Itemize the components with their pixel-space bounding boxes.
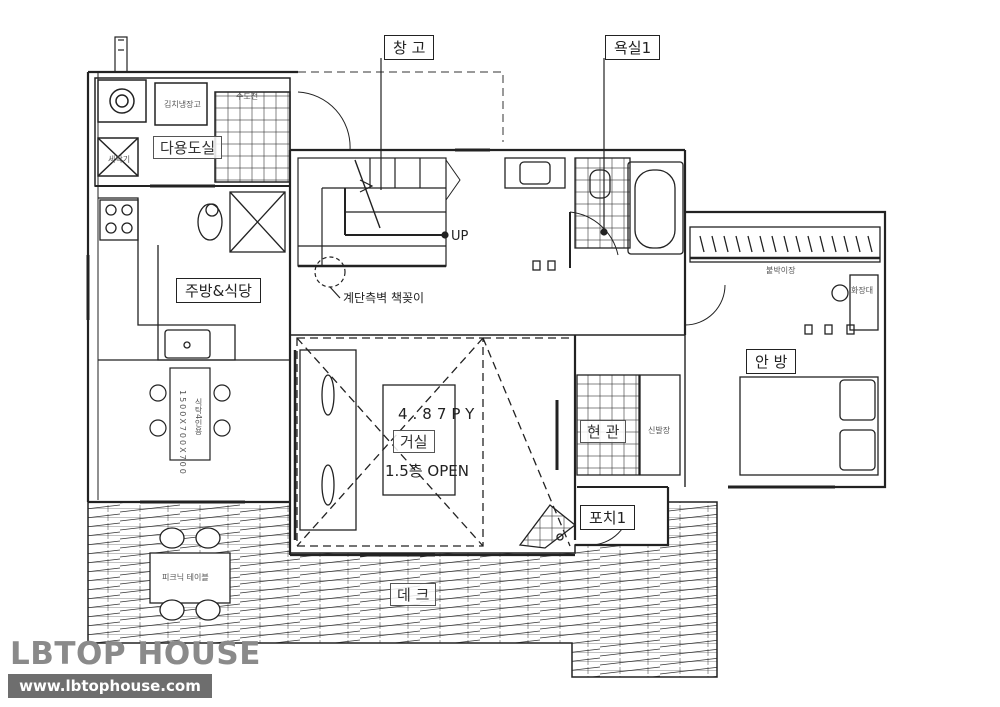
storage-label: 창 고 [384,35,435,60]
living-room-label: 거실 [393,430,435,453]
master-bedroom-label: 안 방 [746,349,797,374]
staircase [297,148,490,299]
deck-label: 데 크 [390,583,437,606]
faucet-note: 수도전 [236,92,259,101]
washer-note: 세탁기 [108,155,131,164]
living-area-note: 4.87PY [398,405,480,423]
watermark-url: www.lbtophouse.com [8,674,212,698]
dining-table [140,367,245,504]
master-bedroom-fixtures [684,226,881,489]
closet-note: 붙박이장 [766,266,796,275]
living-open-note: 1.5층 OPEN [385,462,469,480]
picnic-table [149,527,231,621]
chimney-flue [114,36,128,73]
living-room-fixtures [293,337,571,557]
porch-label: 포치1 [580,505,636,530]
label-leaders [380,58,608,236]
kitchen-fixtures [86,191,286,361]
utility-room-label: 다용도실 [153,136,223,159]
entrance-label: 현 관 [580,420,627,443]
kitchen-label: 주방&식당 [176,278,261,303]
bathroom-label: 욕실1 [605,35,661,60]
dining-table-note: 식탁4인용 [194,398,203,436]
shoe-cabinet-note: 신발장 [648,426,671,435]
kimchi-fridge-note: 김치냉장고 [164,100,201,109]
storage-outline [298,71,504,142]
stair-up-note: UP [451,229,469,244]
bathroom-fixtures [504,157,684,271]
dining-size-note: 1500X700X700 [178,390,187,476]
dresser-note: 화장대 [851,286,874,295]
utility-room [94,77,351,188]
picnic-table-note: 피크닉 테이블 [162,573,209,582]
stair-shelf-note: 계단측벽 책꽂이 [343,291,425,305]
watermark-brand: LBTOP HOUSE [10,636,261,672]
